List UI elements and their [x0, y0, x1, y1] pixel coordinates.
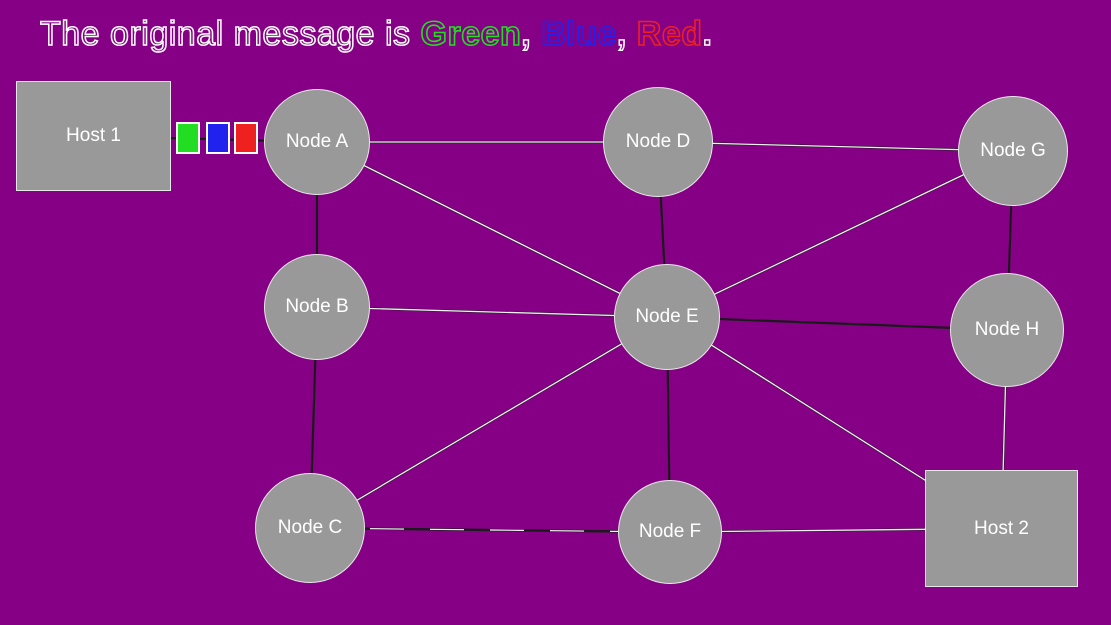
node-label: Node B	[285, 296, 349, 317]
host-label: Host 1	[66, 125, 121, 146]
node-label: Node C	[277, 517, 343, 538]
node-label: Node E	[635, 306, 699, 327]
title-word-red: Red	[636, 14, 703, 54]
title-separator-2: ,	[616, 14, 637, 54]
node-g[interactable]: Node G	[958, 96, 1068, 206]
host-host2[interactable]: Host 2	[925, 470, 1078, 587]
node-label: Node G	[980, 140, 1046, 161]
title-prefix: The original message is	[39, 14, 421, 54]
title-suffix: .	[702, 14, 713, 54]
node-e[interactable]: Node E	[614, 264, 720, 370]
node-c[interactable]: Node C	[255, 473, 365, 583]
link-D-G	[657, 140, 1014, 153]
node-label: Node F	[638, 521, 702, 542]
node-h[interactable]: Node H	[950, 273, 1064, 387]
link-B-E	[316, 305, 668, 319]
node-d[interactable]: Node D	[603, 87, 713, 197]
node-b[interactable]: Node B	[264, 254, 370, 360]
page-title: The original message is Green, Blue, Red…	[39, 12, 713, 56]
node-label: Node A	[285, 131, 349, 152]
title-word-blue: Blue	[540, 14, 617, 54]
packet-red[interactable]	[234, 122, 258, 154]
title-word-green: Green	[420, 14, 522, 54]
title-separator-1: ,	[521, 14, 542, 54]
node-a[interactable]: Node A	[264, 89, 370, 195]
node-f[interactable]: Node F	[618, 480, 722, 584]
packet-blue[interactable]	[206, 122, 230, 154]
packet-green[interactable]	[176, 122, 200, 154]
host-label: Host 2	[974, 517, 1029, 539]
link-C-E	[309, 316, 668, 529]
link-C-F	[309, 526, 671, 534]
node-label: Node H	[974, 319, 1040, 340]
host-host1[interactable]: Host 1	[16, 81, 171, 191]
node-label: Node D	[625, 131, 691, 152]
link-E-G	[666, 150, 1014, 318]
link-A-E	[316, 141, 668, 318]
